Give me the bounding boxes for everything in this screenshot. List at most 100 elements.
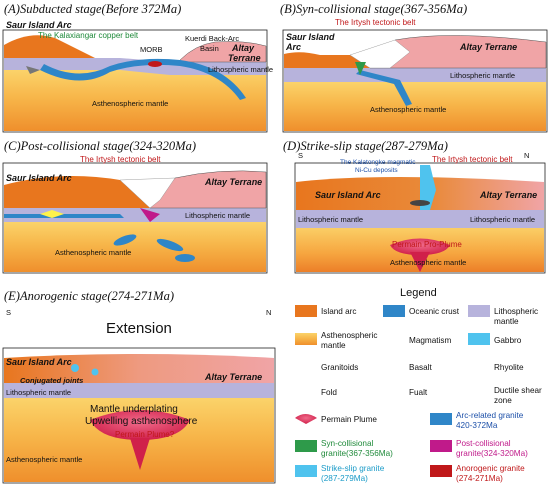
altay-terrane-b — [369, 35, 547, 69]
asthenosphere-b — [284, 82, 546, 131]
detached-slab-c-3 — [175, 254, 195, 262]
irtysh-label-b: The Irtysh tectonic belt — [335, 18, 416, 27]
oceanic-swatch — [383, 305, 405, 317]
plume-tail-e — [130, 438, 150, 470]
astheno-label-c: Asthenospheric mantle — [55, 248, 131, 257]
shear-legend-2: zone — [494, 396, 512, 405]
upwelling-label-e: Upwelling asthenosphere — [85, 416, 198, 427]
astheno-label-d: Asthenospheric mantle — [390, 258, 466, 267]
plume-legend: Permain Plume — [321, 415, 377, 424]
gabbro-e-1 — [71, 364, 79, 372]
lithosphere-e — [4, 383, 274, 398]
n-label-e: N — [266, 308, 271, 317]
basin-label-a: Basin — [200, 44, 219, 53]
gabbro-legend: Gabbro — [494, 336, 522, 345]
litho-legend-2: mantle — [494, 317, 519, 326]
panel-e: (E)Anorogenic stage(274-271Ma) S N Exten… — [2, 289, 276, 484]
saur-label-b-2: Arc — [285, 42, 301, 52]
altay-label-a-2: Terrane — [228, 53, 261, 63]
island-arc-c — [4, 176, 150, 208]
extension-label-e: Extension — [106, 320, 172, 337]
asthenosphere-c — [4, 222, 266, 272]
legend-title: Legend — [400, 287, 437, 299]
shear-legend-1: Ductile shear — [494, 386, 542, 395]
astheno-label-b: Asthenospheric mantle — [370, 105, 446, 114]
panel-a-title: (A)Subducted stage(Before 372Ma) — [4, 2, 181, 16]
plume-label-e: Permain Plume? — [115, 430, 175, 439]
ano-granite-swatch — [430, 465, 452, 477]
litho-label-e: Lithospheric mantle — [6, 388, 71, 397]
fault-legend: Fualt — [409, 388, 428, 397]
panel-c-title: (C)Post-collisional stage(324-320Ma) — [4, 139, 196, 153]
s-label-e: S — [6, 308, 11, 317]
asth-legend-2: mantle — [321, 341, 346, 350]
gabbro-swatch — [468, 333, 490, 345]
ss-granite-legend-1: Strike-slip granite — [321, 464, 385, 473]
altay-label-b: Altay Terrane — [459, 42, 517, 52]
island-arc-a — [4, 35, 95, 58]
post-granite-legend-1: Post-collisional — [456, 439, 511, 448]
arc-granite-legend-2: 420-372Ma — [456, 421, 498, 430]
island-arc-swatch — [295, 305, 317, 317]
post-granite-swatch — [430, 440, 452, 452]
oceanic-crust-c — [4, 214, 124, 218]
copper-belt-label-a: The Kalaxiangar copper belt — [38, 31, 139, 40]
syn-granite-legend-1: Syn-collisional — [321, 439, 374, 448]
arc-granite-swatch — [430, 413, 452, 425]
kuerdi-label-a: Kuerdi Back-Arc — [185, 34, 239, 43]
altay-label-c: Altay Terrane — [204, 177, 262, 187]
panel-b: (B)Syn-collisional stage(367-356Ma) The … — [280, 2, 548, 133]
granitoids-legend: Granitoids — [321, 363, 358, 372]
island-arc-b — [284, 52, 370, 68]
magmatism-legend: Magmatism — [409, 336, 451, 345]
ano-granite-legend-2: (274-271Ma) — [456, 474, 503, 483]
oceanic-slab-b — [356, 70, 412, 106]
saur-label-b-1: Saur Island — [286, 32, 335, 42]
morb-label-a: MORB — [140, 45, 163, 54]
legend: Legend Island arc Oceanic crust Lithosph… — [295, 287, 542, 483]
plume-tail-d — [410, 252, 430, 272]
crust-e — [4, 354, 274, 383]
detached-slab-c-2 — [156, 238, 184, 252]
syn-granite-legend-2: granite(367-356Ma) — [321, 449, 393, 458]
plume-label-d: Permain Pro-Plume — [392, 240, 462, 249]
asth-legend-1: Asthenospheric — [321, 331, 377, 340]
morb-a — [148, 61, 162, 67]
fold-legend: Fold — [321, 388, 337, 397]
saur-label-a: Saur Island Arc — [6, 20, 72, 30]
altay-label-d: Altay Terrane — [479, 190, 537, 200]
oceanic-crust-a — [40, 58, 246, 100]
litho-label-left-d: Lithospheric mantle — [298, 215, 363, 224]
plume-head-e — [90, 410, 190, 440]
astheno-label-e: Asthenospheric mantle — [6, 455, 82, 464]
arc-granite-legend-1: Arc-related granite — [456, 411, 524, 420]
panel-a: (A)Subducted stage(Before 372Ma) Saur Is… — [2, 2, 273, 133]
litho-label-a: Lithospheric mantle — [208, 65, 273, 74]
post-granite-c — [140, 208, 160, 222]
kalatongke-label-d-1: The Kalatongke magmatic — [340, 159, 416, 166]
saur-label-c: Saur Island Arc — [6, 173, 72, 183]
panel-c: (C)Post-collisional stage(324-320Ma) The… — [2, 139, 268, 274]
irtysh-label-d: The Irtysh tectonic belt — [432, 155, 513, 164]
plume-swatch — [295, 414, 317, 424]
gabbro-e-2 — [91, 368, 99, 376]
asth-swatch — [295, 333, 317, 345]
ss-granite-legend-2: (287-279Ma) — [321, 474, 368, 483]
tectonic-belt-c — [119, 177, 176, 209]
panel-e-title: (E)Anorogenic stage(274-271Ma) — [4, 289, 174, 303]
detached-slab-c-1 — [113, 234, 137, 246]
syn-granite-swatch — [295, 440, 317, 452]
panel-d: (D)Strike-slip stage(287-279Ma) S N The … — [283, 139, 546, 274]
irtysh-label-c: The Irtysh tectonic belt — [80, 155, 161, 164]
astheno-label-a: Asthenospheric mantle — [92, 99, 168, 108]
altay-terrane-c — [149, 170, 267, 209]
rhyolite-legend: Rhyolite — [494, 363, 524, 372]
kalatongke-label-d-2: Ni-Cu deposits — [355, 167, 398, 174]
basalt-a — [26, 66, 40, 74]
litho-swatch — [468, 305, 490, 317]
lithosphere-b — [284, 68, 546, 82]
syn-granite-b — [355, 62, 366, 75]
ano-granite-legend-1: Anorogenic granite — [456, 464, 525, 473]
litho-legend-1: Lithospheric — [494, 307, 538, 316]
